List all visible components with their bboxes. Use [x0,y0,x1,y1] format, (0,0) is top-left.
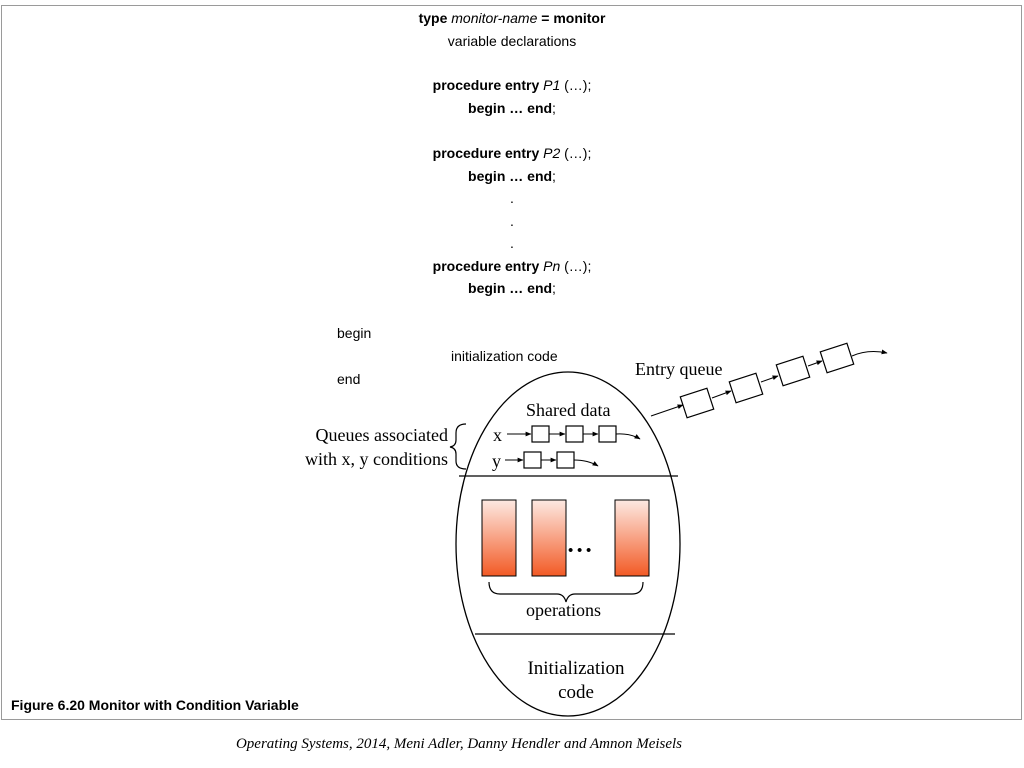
code-init: initialization code [451,348,558,364]
code-line-proc-p1: procedure entry P1 (…); [432,77,592,93]
queues-label-line1: Queues associated [315,425,448,445]
operations-brace [488,581,644,603]
code-line-proc-pn: procedure entry Pn (…); [432,258,592,274]
queue-x-node [598,425,617,443]
init-label-line1: Initialization [527,658,625,679]
queue-x-node [565,425,584,443]
entry-queue-label: Entry queue [635,359,723,379]
code-line-begin-end-2: begin … end; [468,168,556,184]
queue-y-label: y [492,451,501,471]
slide-frame [1,5,1022,720]
queue-x [507,425,641,443]
entry-queue [650,342,888,419]
queue-y-node [523,451,542,469]
code-dot-1: . [510,190,514,206]
code-line-var-decls: variable declarations [447,33,577,49]
operation-bar [531,499,567,577]
queue-x-label: x [493,425,502,445]
code-line-begin-end-1: begin … end; [468,100,556,116]
operations-label: operations [526,600,601,620]
monitor-ellipse [455,371,681,717]
code-dot-3: . [510,235,514,251]
queue-y [505,451,599,469]
entry-queue-node [819,342,855,374]
code-line-proc-p2: procedure entry P2 (…); [432,145,592,161]
figure-caption: Figure 6.20 Monitor with Condition Varia… [11,697,299,713]
queue-y-node [556,451,575,469]
queue-x-node [531,425,550,443]
code-line-type: type monitor-name = monitor [418,10,606,26]
entry-queue-node [775,355,811,387]
code-begin: begin [337,325,372,341]
entry-queue-node [728,372,764,404]
init-label-line2: code [558,682,594,703]
code-dot-2: . [510,213,514,229]
operation-bar [614,499,650,577]
code-end: end [337,371,361,387]
footer-credit: Operating Systems, 2014, Meni Adler, Dan… [235,736,683,752]
queues-brace [449,423,467,470]
operations-ellipsis: • • • [568,543,592,559]
operation-bar [481,499,517,577]
queues-label-line2: with x, y conditions [305,449,448,469]
code-line-begin-end-n: begin … end; [468,280,556,296]
entry-queue-node [679,387,715,419]
shared-data-label: Shared data [526,400,611,420]
